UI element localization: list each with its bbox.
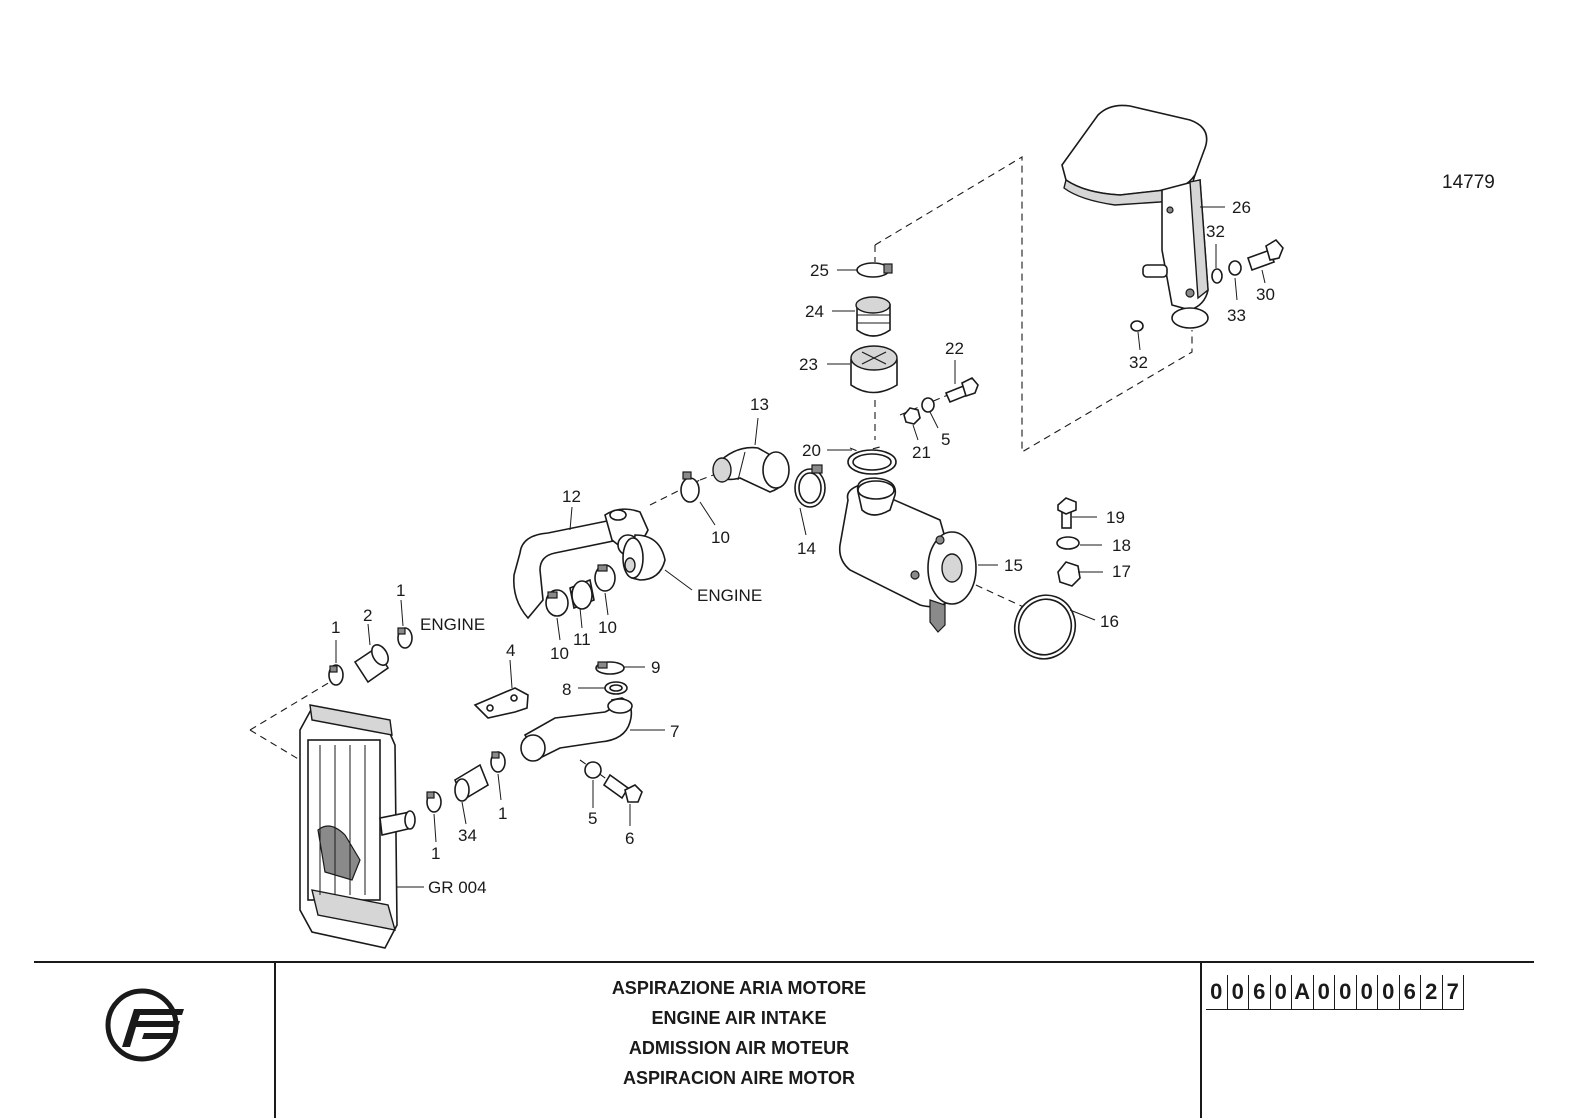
callout-33: 33 <box>1227 306 1246 325</box>
clamp-part-20 <box>847 449 897 475</box>
callout-22: 22 <box>945 339 964 358</box>
callout-engine-left: ENGINE <box>420 615 485 634</box>
air-filter-part-15 <box>838 477 977 633</box>
code-char: 7 <box>1443 975 1464 1009</box>
title-spanish: ASPIRACION AIRE MOTOR <box>622 1068 855 1088</box>
title-italian: ASPIRAZIONE ARIA MOTORE <box>611 978 867 998</box>
callout-2: 2 <box>363 606 372 625</box>
filter-band-fixings-16-17-18-19 <box>1013 497 1081 660</box>
drawing-code: 0 0 6 0 A 0 0 0 0 6 2 7 <box>1206 975 1464 1010</box>
title-lines: ASPIRAZIONE ARIA MOTORE ENGINE AIR INTAK… <box>276 973 1202 1093</box>
hose-clamps-10-sleeve-11 <box>545 564 616 617</box>
clamp-part-9 <box>595 661 625 675</box>
code-char: 6 <box>1249 975 1271 1009</box>
bolt-washer-parts-5-6 <box>584 761 643 803</box>
callout-14: 14 <box>797 539 816 558</box>
intercooler-gr004 <box>299 704 416 949</box>
callout-13: 13 <box>750 395 769 414</box>
drawing-reference-number: 14779 <box>1442 172 1495 193</box>
code-char: 2 <box>1421 975 1443 1009</box>
callout-17: 17 <box>1112 562 1131 581</box>
callout-21: 21 <box>912 443 931 462</box>
callout-19: 19 <box>1106 508 1125 527</box>
callout-1-upper-left: 1 <box>331 618 340 637</box>
callout-34: 34 <box>458 826 477 845</box>
bolt-nut-set-5-21-22 <box>903 377 979 425</box>
callout-1-lower-right: 1 <box>498 804 507 823</box>
code-char: 0 <box>1228 975 1249 1009</box>
exploded-parts-diagram: 25 24 23 22 21 5 20 13 14 15 16 17 18 19… <box>249 104 1284 949</box>
callout-16: 16 <box>1100 612 1119 631</box>
filter-cap-parts-23-24-25 <box>850 262 898 394</box>
elbow-hose-part-13 <box>712 446 790 493</box>
callout-9: 9 <box>651 658 660 677</box>
code-char: 0 <box>1314 975 1335 1009</box>
callout-gr004: GR 004 <box>428 878 487 897</box>
drawing-code-cell: 0 0 6 0 A 0 0 0 0 6 2 7 <box>1200 963 1536 1118</box>
hose-set-1-2-upper <box>328 627 413 686</box>
code-char: 0 <box>1206 975 1228 1009</box>
callout-8: 8 <box>562 680 571 699</box>
clamp-part-10-upper <box>680 471 700 503</box>
callout-6: 6 <box>625 829 634 848</box>
callout-4: 4 <box>506 641 515 660</box>
callout-15: 15 <box>1004 556 1023 575</box>
callout-1-lower-left: 1 <box>431 844 440 863</box>
callout-labels: 25 24 23 22 21 5 20 13 14 15 16 17 18 19… <box>331 198 1275 897</box>
callout-10-left: 10 <box>550 644 569 663</box>
code-char: 0 <box>1357 975 1378 1009</box>
code-char: 0 <box>1271 975 1292 1009</box>
callout-1-upper-right: 1 <box>396 581 405 600</box>
callout-engine-right: ENGINE <box>697 586 762 605</box>
callout-26: 26 <box>1232 198 1251 217</box>
callout-7: 7 <box>670 722 679 741</box>
title-english: ENGINE AIR INTAKE <box>651 1008 827 1028</box>
callout-32-lower: 32 <box>1129 353 1148 372</box>
manufacturer-logo <box>105 988 184 1062</box>
leader-lines <box>335 206 1266 888</box>
code-char: A <box>1292 975 1314 1009</box>
callout-12: 12 <box>562 487 581 506</box>
code-char: 6 <box>1400 975 1421 1009</box>
seal-part-8 <box>604 681 628 695</box>
title-block: ASPIRAZIONE ARIA MOTORE ENGINE AIR INTAK… <box>34 961 1534 1118</box>
air-cap-part-26 <box>1061 104 1209 329</box>
bolt-washer-set-30-32-33 <box>1130 238 1284 332</box>
intake-pipe-part-12 <box>512 508 666 620</box>
logo-cell <box>34 963 276 1118</box>
callout-5-upper: 5 <box>941 430 950 449</box>
bracket-part-4 <box>473 687 529 719</box>
hose-set-1-34-lower <box>426 751 506 813</box>
callout-30: 30 <box>1256 285 1275 304</box>
callout-25: 25 <box>810 261 829 280</box>
callout-11: 11 <box>573 630 591 649</box>
callout-18: 18 <box>1112 536 1131 555</box>
callout-23: 23 <box>799 355 818 374</box>
callout-24: 24 <box>805 302 824 321</box>
callout-10-upper: 10 <box>711 528 730 547</box>
title-french: ADMISSION AIR MOTEUR <box>628 1038 850 1058</box>
callout-5-lower: 5 <box>588 809 597 828</box>
code-char: 0 <box>1378 975 1400 1009</box>
callout-32-upper: 32 <box>1206 222 1225 241</box>
callout-20: 20 <box>802 441 821 460</box>
pipe-part-7 <box>520 697 633 762</box>
clamp-part-14 <box>794 464 826 508</box>
callout-10-right: 10 <box>598 618 617 637</box>
code-char: 0 <box>1335 975 1357 1009</box>
